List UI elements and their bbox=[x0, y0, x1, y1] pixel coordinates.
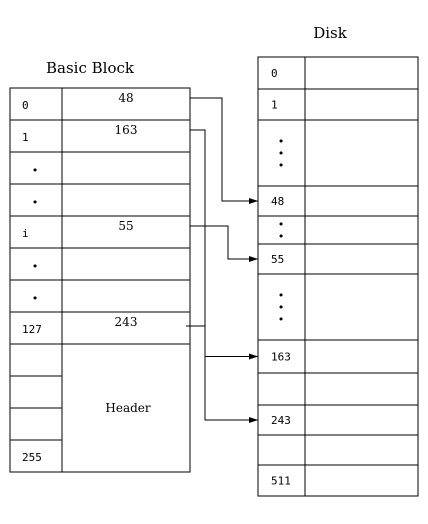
pointer-arrows bbox=[186, 97, 258, 423]
basic-block-value: 55 bbox=[118, 219, 133, 233]
disk-address: 511 bbox=[271, 475, 291, 488]
pointer-arrow bbox=[186, 325, 258, 423]
header-label: Header bbox=[105, 401, 151, 415]
disk-address: 48 bbox=[271, 195, 284, 208]
disk-table: 0 1 ••• 48 •• 55 ••• 163 243 511 bbox=[257, 56, 419, 497]
disk-frame bbox=[257, 56, 419, 497]
basic-block-title: Basic Block bbox=[46, 59, 135, 77]
disk-ellipsis: •• bbox=[278, 218, 285, 243]
pointer-arrow bbox=[190, 97, 258, 204]
basic-block-index: • bbox=[32, 196, 39, 209]
disk-address: 1 bbox=[271, 99, 278, 112]
disk-address: 55 bbox=[271, 253, 284, 266]
basic-block-index: • bbox=[32, 260, 39, 273]
pointer-arrow bbox=[190, 225, 258, 262]
basic-block-value: 243 bbox=[115, 315, 138, 329]
disk-title: Disk bbox=[313, 24, 348, 42]
disk-address: 163 bbox=[271, 351, 291, 364]
basic-block-index: • bbox=[32, 292, 39, 305]
disk-ellipsis: ••• bbox=[278, 135, 285, 172]
basic-block-index: • bbox=[32, 164, 39, 177]
basic-block-table: 0 48 1 163 • • i 55 • • 127 243 255 Header bbox=[9, 87, 191, 473]
basic-block-value: 48 bbox=[118, 91, 133, 105]
basic-block-index: 0 bbox=[22, 99, 29, 112]
basic-block-index: 1 bbox=[22, 131, 29, 144]
basic-block-index: 255 bbox=[22, 451, 42, 464]
basic-block-value: 163 bbox=[115, 123, 138, 137]
disk-ellipsis: ••• bbox=[278, 289, 285, 326]
basic-block-index: i bbox=[22, 227, 29, 240]
pointer-arrow bbox=[190, 129, 258, 360]
basic-block-index: 127 bbox=[22, 323, 42, 336]
disk-address: 0 bbox=[271, 67, 278, 80]
disk-address: 243 bbox=[271, 414, 291, 427]
